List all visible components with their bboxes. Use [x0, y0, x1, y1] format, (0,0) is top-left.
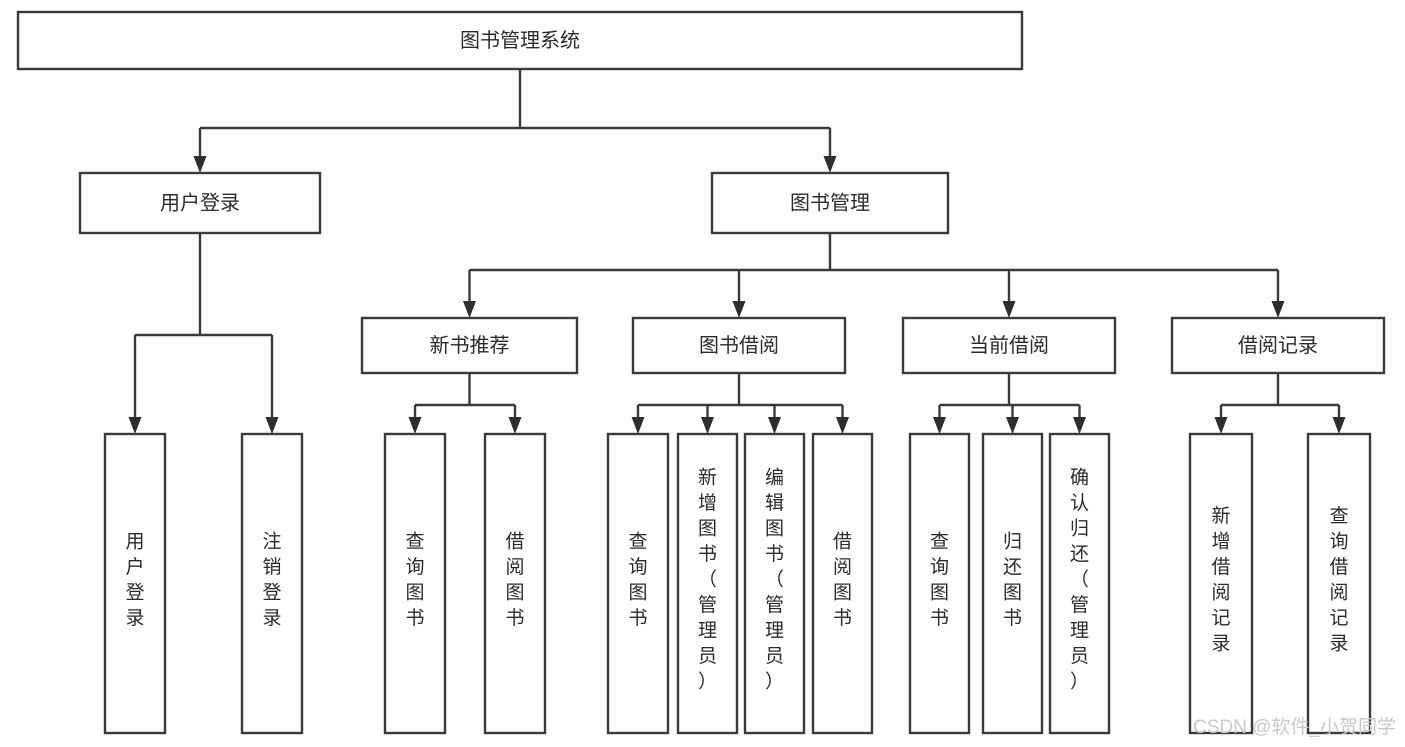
node-leaf[interactable]: 查询图书: [908, 432, 971, 735]
arrow-head-icon: [463, 301, 476, 318]
node-box[interactable]: [360, 316, 579, 375]
node-box[interactable]: [16, 10, 1024, 71]
arrow-head-icon: [1006, 417, 1019, 434]
node-leaf[interactable]: 确认归还（管理员）: [1048, 432, 1111, 735]
node-leaf[interactable]: 查询图书: [383, 432, 447, 735]
node-level2[interactable]: 图书管理: [710, 171, 950, 235]
node-box[interactable]: [1170, 316, 1386, 375]
node-box[interactable]: [1188, 432, 1254, 735]
arrow-head-icon: [631, 417, 645, 434]
node-leaf[interactable]: 编辑图书（管理员）: [743, 432, 806, 735]
node-leaf[interactable]: 借阅图书: [483, 432, 547, 735]
node-level3[interactable]: 借阅记录: [1170, 316, 1386, 375]
node-level3[interactable]: 当前借阅: [901, 316, 1117, 375]
node-box[interactable]: [383, 432, 447, 735]
node-box[interactable]: [901, 316, 1117, 375]
node-label: 图书管理系统: [460, 29, 580, 52]
node-box[interactable]: [981, 432, 1044, 735]
node-label: 图书借阅: [699, 334, 779, 357]
arrow-head-icon: [1271, 301, 1285, 318]
node-leaf[interactable]: 用户登录: [103, 432, 167, 735]
node-box[interactable]: [606, 432, 670, 735]
node-level2[interactable]: 用户登录: [78, 171, 322, 235]
node-label: 编辑图书（管理员）: [765, 467, 784, 693]
node-box[interactable]: [78, 171, 322, 235]
node-label: 当前借阅: [969, 334, 1049, 357]
node-box[interactable]: [676, 432, 739, 735]
node-label: 用户登录: [125, 531, 144, 629]
node-leaf[interactable]: 注销登录: [240, 432, 304, 735]
node-layer: 图书管理系统用户登录图书管理新书推荐图书借阅当前借阅借阅记录用户登录注销登录查询…: [16, 10, 1386, 735]
node-label: 用户登录: [160, 191, 240, 214]
node-label: 归还图书: [1003, 530, 1022, 629]
node-leaf[interactable]: 新增借阅记录: [1188, 432, 1254, 735]
arrow-head-icon: [193, 156, 207, 173]
node-label: 查询图书: [930, 530, 949, 629]
node-box[interactable]: [240, 432, 304, 735]
arrow-head-icon: [265, 417, 279, 434]
node-box[interactable]: [743, 432, 806, 735]
node-label: 图书管理: [790, 191, 870, 214]
connector-layer: [128, 69, 1346, 434]
node-box[interactable]: [908, 432, 971, 735]
node-leaf[interactable]: 新增图书（管理员）: [676, 432, 739, 735]
node-leaf[interactable]: 查询借阅记录: [1306, 432, 1372, 735]
arrow-head-icon: [1332, 417, 1346, 434]
node-label: 确认归还（管理员）: [1070, 467, 1089, 693]
node-label: 查询图书: [405, 530, 424, 629]
node-label: 借阅记录: [1238, 334, 1318, 357]
node-box[interactable]: [1048, 432, 1111, 735]
node-label: 注销登录: [262, 530, 281, 629]
node-leaf[interactable]: 归还图书: [981, 432, 1044, 735]
arrow-head-icon: [701, 417, 714, 434]
arrow-head-icon: [823, 156, 837, 173]
node-label: 新增图书（管理员）: [698, 467, 717, 693]
arrow-head-icon: [1002, 301, 1016, 318]
node-leaf[interactable]: 借阅图书: [811, 432, 874, 735]
node-root[interactable]: 图书管理系统: [16, 10, 1024, 71]
node-label: 新书推荐: [430, 334, 510, 357]
arrow-head-icon: [128, 417, 142, 434]
node-label: 查询图书: [628, 530, 647, 629]
node-box[interactable]: [103, 432, 167, 735]
node-box[interactable]: [710, 171, 950, 235]
arrow-head-icon: [508, 417, 522, 434]
node-level3[interactable]: 新书推荐: [360, 316, 579, 375]
node-label: 借阅图书: [505, 530, 524, 629]
node-level3[interactable]: 图书借阅: [631, 316, 847, 375]
node-box[interactable]: [811, 432, 874, 735]
node-box[interactable]: [483, 432, 547, 735]
node-box[interactable]: [631, 316, 847, 375]
csdn-watermark: CSDN @软件_小贺同学: [1193, 716, 1396, 738]
node-leaf[interactable]: 查询图书: [606, 432, 670, 735]
node-label: 查询借阅记录: [1329, 505, 1348, 655]
node-label: 新增借阅记录: [1211, 505, 1230, 655]
arrow-head-icon: [1073, 417, 1086, 434]
arrow-head-icon: [1214, 417, 1228, 434]
node-label: 借阅图书: [833, 530, 852, 629]
arrow-head-icon: [408, 417, 422, 434]
node-box[interactable]: [1306, 432, 1372, 735]
arrow-head-icon: [933, 417, 946, 434]
arrow-head-icon: [836, 417, 849, 434]
arrow-head-icon: [768, 417, 781, 434]
arrow-head-icon: [732, 301, 746, 318]
